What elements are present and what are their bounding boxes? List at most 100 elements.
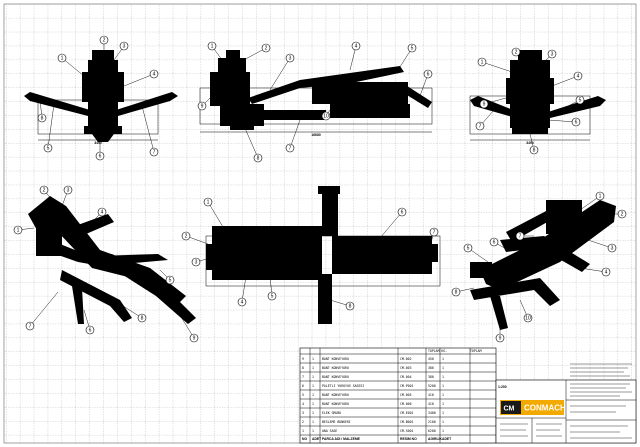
bom-cell: 9 <box>302 357 304 361</box>
callout-number: 4 <box>153 71 156 77</box>
callout-number: 3 <box>67 187 70 193</box>
callout-number: 4 <box>101 209 104 215</box>
bom-cell: 3 <box>302 411 304 415</box>
callout-front-view-2: 2 <box>99 35 109 52</box>
callout-number: 6 <box>401 209 404 215</box>
top-view <box>205 186 441 324</box>
bom-cell: 1 <box>312 393 314 397</box>
callout-number: 6 <box>427 71 430 77</box>
bom-cell: BANT KONVEYORU <box>322 357 349 361</box>
bom-cell: 1 <box>442 375 444 379</box>
bom-cell: PALETLI YURUYUS SASESI <box>322 384 364 388</box>
bom-cell: BANT KONVEYORU <box>322 375 349 379</box>
callout-number: 5 <box>47 145 50 151</box>
callout-iso-view-left-4: 4 <box>91 207 107 223</box>
callout-iso-view-right-3: 3 <box>587 239 617 253</box>
bom-cell: 1 <box>312 375 314 379</box>
callout-side-view-7: 7 <box>285 119 301 153</box>
bom-cell: 1 <box>312 357 314 361</box>
bom-cell: 1 <box>312 429 314 433</box>
svg-text:3490: 3490 <box>94 141 102 145</box>
callout-top-view-5: 5 <box>267 275 277 301</box>
front-view: 3490 <box>24 50 178 145</box>
callout-iso-view-right-8: 8 <box>451 287 475 297</box>
bom-cell: 5200 <box>428 384 436 388</box>
bom-header-cell: TOPLAM <box>470 349 482 353</box>
callout-number: 7 <box>519 233 522 239</box>
callout-top-view-6: 6 <box>379 207 407 239</box>
callout-iso-view-left-6: 6 <box>83 309 95 335</box>
callout-number: 1 <box>481 59 484 65</box>
callout-rear-view-6: 6 <box>547 117 581 127</box>
callout-number: 8 <box>349 303 352 309</box>
callout-number: 8 <box>455 289 458 295</box>
callout-iso-view-right-6: 6 <box>489 237 509 251</box>
callout-iso-view-left-8: 8 <box>119 303 147 323</box>
callout-number: 7 <box>29 323 32 329</box>
callout-number: 6 <box>89 327 92 333</box>
callout-number: 3 <box>195 259 198 265</box>
callout-number: 9 <box>499 335 502 341</box>
side-view: 16680 <box>199 50 433 137</box>
bom-cell: 410 <box>428 393 434 397</box>
bom-cell: CM-002 <box>400 357 412 361</box>
callout-iso-view-right-4: 4 <box>579 267 611 277</box>
callout-front-view-1: 1 <box>57 53 85 77</box>
callout-rear-view-1: 1 <box>477 57 513 73</box>
bom-footer-cell: AGIRLIK <box>428 437 442 441</box>
callout-rear-view-2: 2 <box>511 47 523 61</box>
callout-iso-view-right-7: 7 <box>515 231 534 241</box>
bom-cell: 380 <box>428 366 434 370</box>
bom-cell: BANT KONVEYORU <box>322 393 349 397</box>
callout-number: 4 <box>241 299 244 305</box>
callout-number: 1 <box>17 227 20 233</box>
callout-rear-view-4: 4 <box>551 71 583 87</box>
callout-number: 2 <box>103 37 106 43</box>
callout-number: 2 <box>185 233 188 239</box>
callout-number: 4 <box>577 73 580 79</box>
bom-header-row: TOPLAM KG.TOPLAM <box>300 349 496 355</box>
callout-top-view-1: 1 <box>203 197 227 233</box>
bom-cell: 1 <box>302 429 304 433</box>
callout-number: 7 <box>153 149 156 155</box>
callout-side-view-4: 4 <box>349 41 361 71</box>
callout-number: 5 <box>467 245 470 251</box>
callout-number: 4 <box>355 43 358 49</box>
bom-cell: CM-003 <box>400 366 412 370</box>
callout-front-view-8: 8 <box>37 99 47 123</box>
logo-mark: CM <box>504 406 515 413</box>
callout-number: 7 <box>289 145 292 151</box>
bom-cell: 1 <box>312 384 314 388</box>
callout-number: 3 <box>289 55 292 61</box>
bom-cell: 1 <box>442 357 444 361</box>
callout-side-view-5: 5 <box>397 43 417 71</box>
callout-number: 5 <box>579 97 582 103</box>
callout-number: 7 <box>479 123 482 129</box>
callout-number: 2 <box>43 187 46 193</box>
callout-number: 6 <box>493 239 496 245</box>
bom-cell: CM-E001 <box>400 411 414 415</box>
callout-iso-view-right-10: 10 <box>519 299 533 323</box>
bom-cell: 1 <box>442 366 444 370</box>
callout-side-view-3: 3 <box>269 53 295 91</box>
callout-number: 8 <box>257 155 260 161</box>
bom-cell: 6200 <box>428 429 436 433</box>
callout-iso-view-left-5: 5 <box>159 269 175 285</box>
callout-number: 9 <box>483 101 486 107</box>
callout-iso-view-right-9: 9 <box>495 326 505 343</box>
callout-number: 1 <box>207 199 210 205</box>
callout-top-view-4: 4 <box>237 275 247 307</box>
bom-cell: CM-006 <box>400 402 412 406</box>
callout-number: 8 <box>533 147 536 153</box>
